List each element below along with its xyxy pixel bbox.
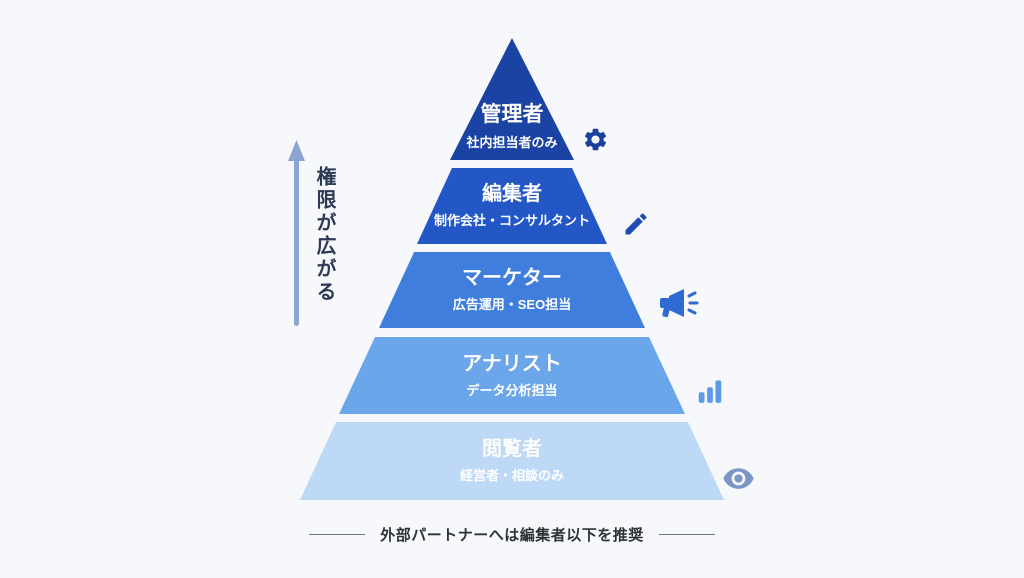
- gear-icon: [584, 128, 607, 151]
- tier-subtitle: 経営者・相談のみ: [459, 468, 564, 484]
- tier-title: 管理者: [480, 102, 544, 126]
- tier-subtitle: データ分析担当: [466, 382, 558, 398]
- tier-subtitle: 社内担当者のみ: [466, 134, 558, 150]
- tier-title: 編集者: [482, 183, 542, 206]
- megaphone-icon: [660, 289, 699, 318]
- footnote-text: 外部パートナーへは編集者以下を推奨: [380, 527, 644, 544]
- tier-title: アナリスト: [462, 352, 562, 375]
- tier-subtitle: 制作会社・コンサルタント: [433, 213, 590, 229]
- eye-icon: [723, 468, 754, 489]
- tier-subtitle: 広告運用・SEO担当: [452, 297, 572, 313]
- tier-analyst: アナリスト データ分析担当: [339, 337, 685, 414]
- tier-editor: 編集者 制作会社・コンサルタント: [417, 168, 607, 244]
- tier-viewer: 閲覧者 経営者・相談のみ: [300, 422, 724, 500]
- up-arrow-icon: [288, 140, 305, 326]
- tier-title: マーケター: [462, 267, 562, 290]
- tier-marketer: マーケター 広告運用・SEO担当: [379, 252, 645, 328]
- tier-title: 閲覧者: [482, 438, 542, 461]
- footnote: 外部パートナーへは編集者以下を推奨: [0, 524, 1024, 545]
- footnote-right-line: [658, 534, 715, 535]
- axis-label: 権限が広がる: [313, 166, 335, 304]
- pencil-icon: [625, 213, 647, 235]
- tier-administrator: 管理者 社内担当者のみ: [450, 38, 574, 160]
- bar-chart-icon: [698, 380, 722, 403]
- footnote-left-line: [309, 534, 366, 535]
